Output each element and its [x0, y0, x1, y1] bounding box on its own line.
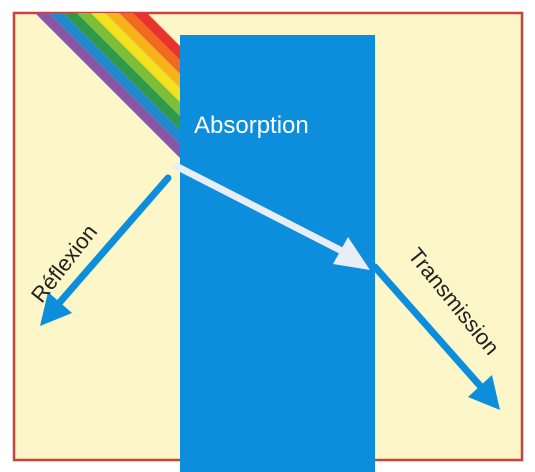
transmission-arrow-internal: [172, 162, 370, 270]
transmission-arrow-exit: [371, 263, 500, 410]
spectrum-stripe: [35, 13, 224, 188]
reflection-arrow: [40, 174, 172, 326]
absorption-label: Absorption: [194, 112, 309, 139]
